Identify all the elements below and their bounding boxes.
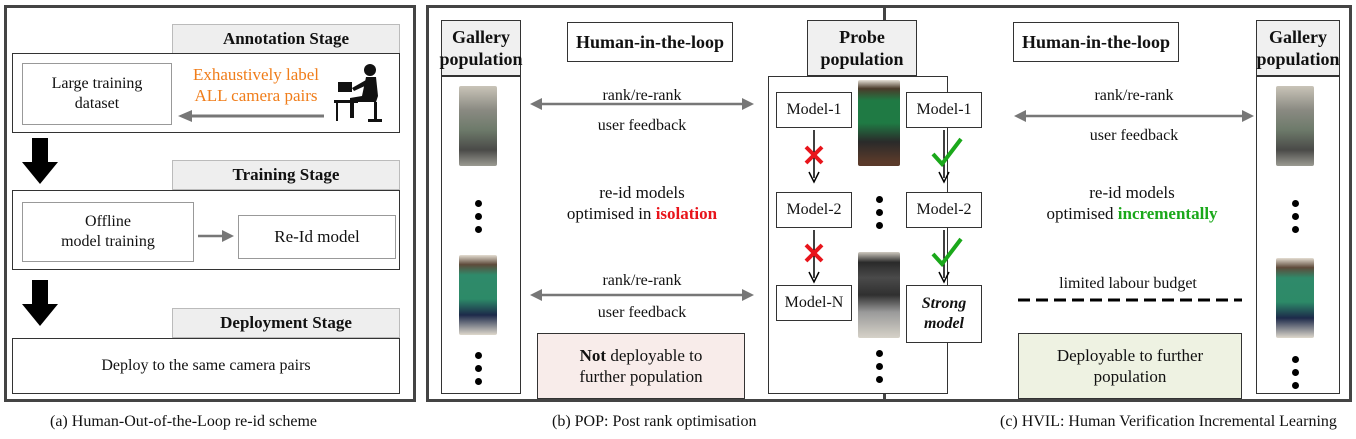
gallery-b-line2: population: [439, 49, 523, 69]
vertical-ellipsis-icon: [1292, 200, 1299, 239]
training-arrow: [198, 230, 234, 242]
human-annotator-icon: [334, 64, 382, 122]
check-icon: [931, 237, 963, 268]
training-stage-label: Training Stage: [172, 160, 400, 190]
caption-c: (c) HVIL: Human Verification Incremental…: [1000, 413, 1337, 430]
vertical-ellipsis-icon: [475, 352, 482, 391]
probe-header: Probe population: [807, 20, 917, 76]
not-deployable-box: Not deployable to further population: [537, 333, 745, 399]
gallery-b-person-2: [459, 255, 497, 335]
strong-line1: Strong: [921, 295, 967, 312]
probe-line1: Probe: [839, 26, 885, 47]
gallery-list-c: [1256, 76, 1340, 394]
vertical-ellipsis-icon: [1292, 356, 1299, 395]
gallery-list-b: [441, 76, 521, 394]
model-2-right: Model-2: [906, 192, 982, 228]
models-incremental-text: re-id models optimised incrementally: [1010, 182, 1254, 225]
strong-model-box: Strong model: [906, 285, 982, 343]
rank-arrow-b2: [530, 289, 754, 301]
gallery-b-line1: Gallery: [452, 26, 510, 47]
arrow-down-icon: [22, 280, 58, 326]
user-feedback-c: user feedback: [1089, 127, 1179, 144]
not-deployable-rest: deployable to: [606, 345, 703, 365]
deployable-line1: Deployable to further: [1056, 345, 1204, 365]
gallery-header-b: Gallery population: [439, 20, 523, 76]
cross-icon: [804, 243, 824, 263]
rank-arrow-b1: [530, 98, 754, 110]
annotation-frame: [12, 53, 400, 133]
annotation-stage-label: Annotation Stage: [172, 24, 400, 54]
vertical-ellipsis-icon: [475, 200, 482, 239]
gallery-c-person-1: [1276, 86, 1314, 166]
user-feedback-b1: user feedback: [597, 117, 687, 134]
rank-rerank-b2: rank/re-rank: [602, 272, 682, 289]
models-b-prefix: optimised in: [566, 204, 656, 224]
limited-budget-text: limited labour budget: [1059, 275, 1197, 292]
caption-a: (a) Human-Out-of-the-Loop re-id scheme: [50, 413, 317, 430]
deployment-stage-label: Deployment Stage: [172, 308, 400, 338]
rank-rerank-c: rank/re-rank: [1094, 87, 1174, 104]
check-icon: [931, 137, 963, 168]
large-training-dataset-text: Large training dataset: [51, 75, 143, 112]
not-word: Not: [579, 345, 607, 365]
budget-dashed-line: [1018, 298, 1242, 302]
training-frame: [12, 190, 400, 270]
vertical-ellipsis-icon: [876, 196, 883, 235]
deploy-box: Deploy to the same camera pairs: [12, 338, 400, 394]
reid-model-box: Re-Id model: [238, 215, 396, 259]
exhaustive-label-text: Exhaustively label ALL camera pairs: [176, 64, 336, 107]
isolation-highlight: isolation: [655, 204, 718, 224]
models-b-line1: re-id models: [599, 183, 685, 202]
panel-c-frame: [886, 5, 1352, 402]
caption-b: (b) POP: Post rank optimisation: [552, 413, 757, 430]
feedback-arrow-left: [178, 110, 324, 122]
human-in-loop-b: Human-in-the-loop: [567, 22, 733, 62]
arrow-down-icon: [22, 138, 58, 184]
models-c-prefix: optimised: [1046, 204, 1118, 224]
model-n: Model-N: [776, 285, 852, 321]
exhaustive-label-line1: Exhaustively label: [192, 65, 320, 84]
probe-person-2: [858, 252, 900, 338]
vertical-ellipsis-icon: [876, 350, 883, 389]
models-isolation-text: re-id models optimised in isolation: [530, 182, 754, 225]
gallery-c-line1: Gallery: [1269, 26, 1327, 47]
large-training-dataset-box: Large training dataset: [22, 63, 172, 125]
strong-line2: model: [924, 315, 964, 332]
gallery-c-person-2: [1276, 258, 1314, 338]
arrow-down-thin: [938, 130, 950, 184]
model-2-left: Model-2: [776, 192, 852, 228]
exhaustive-label-line2: ALL camera pairs: [194, 86, 318, 106]
offline-training-box: Offline model training: [22, 202, 194, 262]
probe-line2: population: [820, 49, 904, 69]
deployable-box: Deployable to further population: [1018, 333, 1242, 399]
probe-person-1: [858, 80, 900, 166]
human-in-loop-c: Human-in-the-loop: [1013, 22, 1179, 62]
offline-line1: Offline: [85, 213, 131, 230]
not-deployable-line2: further population: [579, 367, 703, 386]
rank-arrow-c: [1014, 110, 1254, 122]
arrow-down-thin: [938, 230, 950, 284]
gallery-c-line2: population: [1256, 49, 1340, 69]
models-c-line1: re-id models: [1089, 183, 1175, 202]
deployable-line2: population: [1093, 367, 1167, 386]
model-1-left: Model-1: [776, 92, 852, 128]
offline-line2: model training: [61, 233, 155, 250]
model-1-right: Model-1: [906, 92, 982, 128]
gallery-header-c: Gallery population: [1256, 20, 1340, 76]
cross-icon: [804, 145, 824, 165]
user-feedback-b2: user feedback: [597, 304, 687, 321]
incrementally-highlight: incrementally: [1117, 204, 1218, 224]
rank-rerank-b1: rank/re-rank: [602, 87, 682, 104]
gallery-b-person-1: [459, 86, 497, 166]
